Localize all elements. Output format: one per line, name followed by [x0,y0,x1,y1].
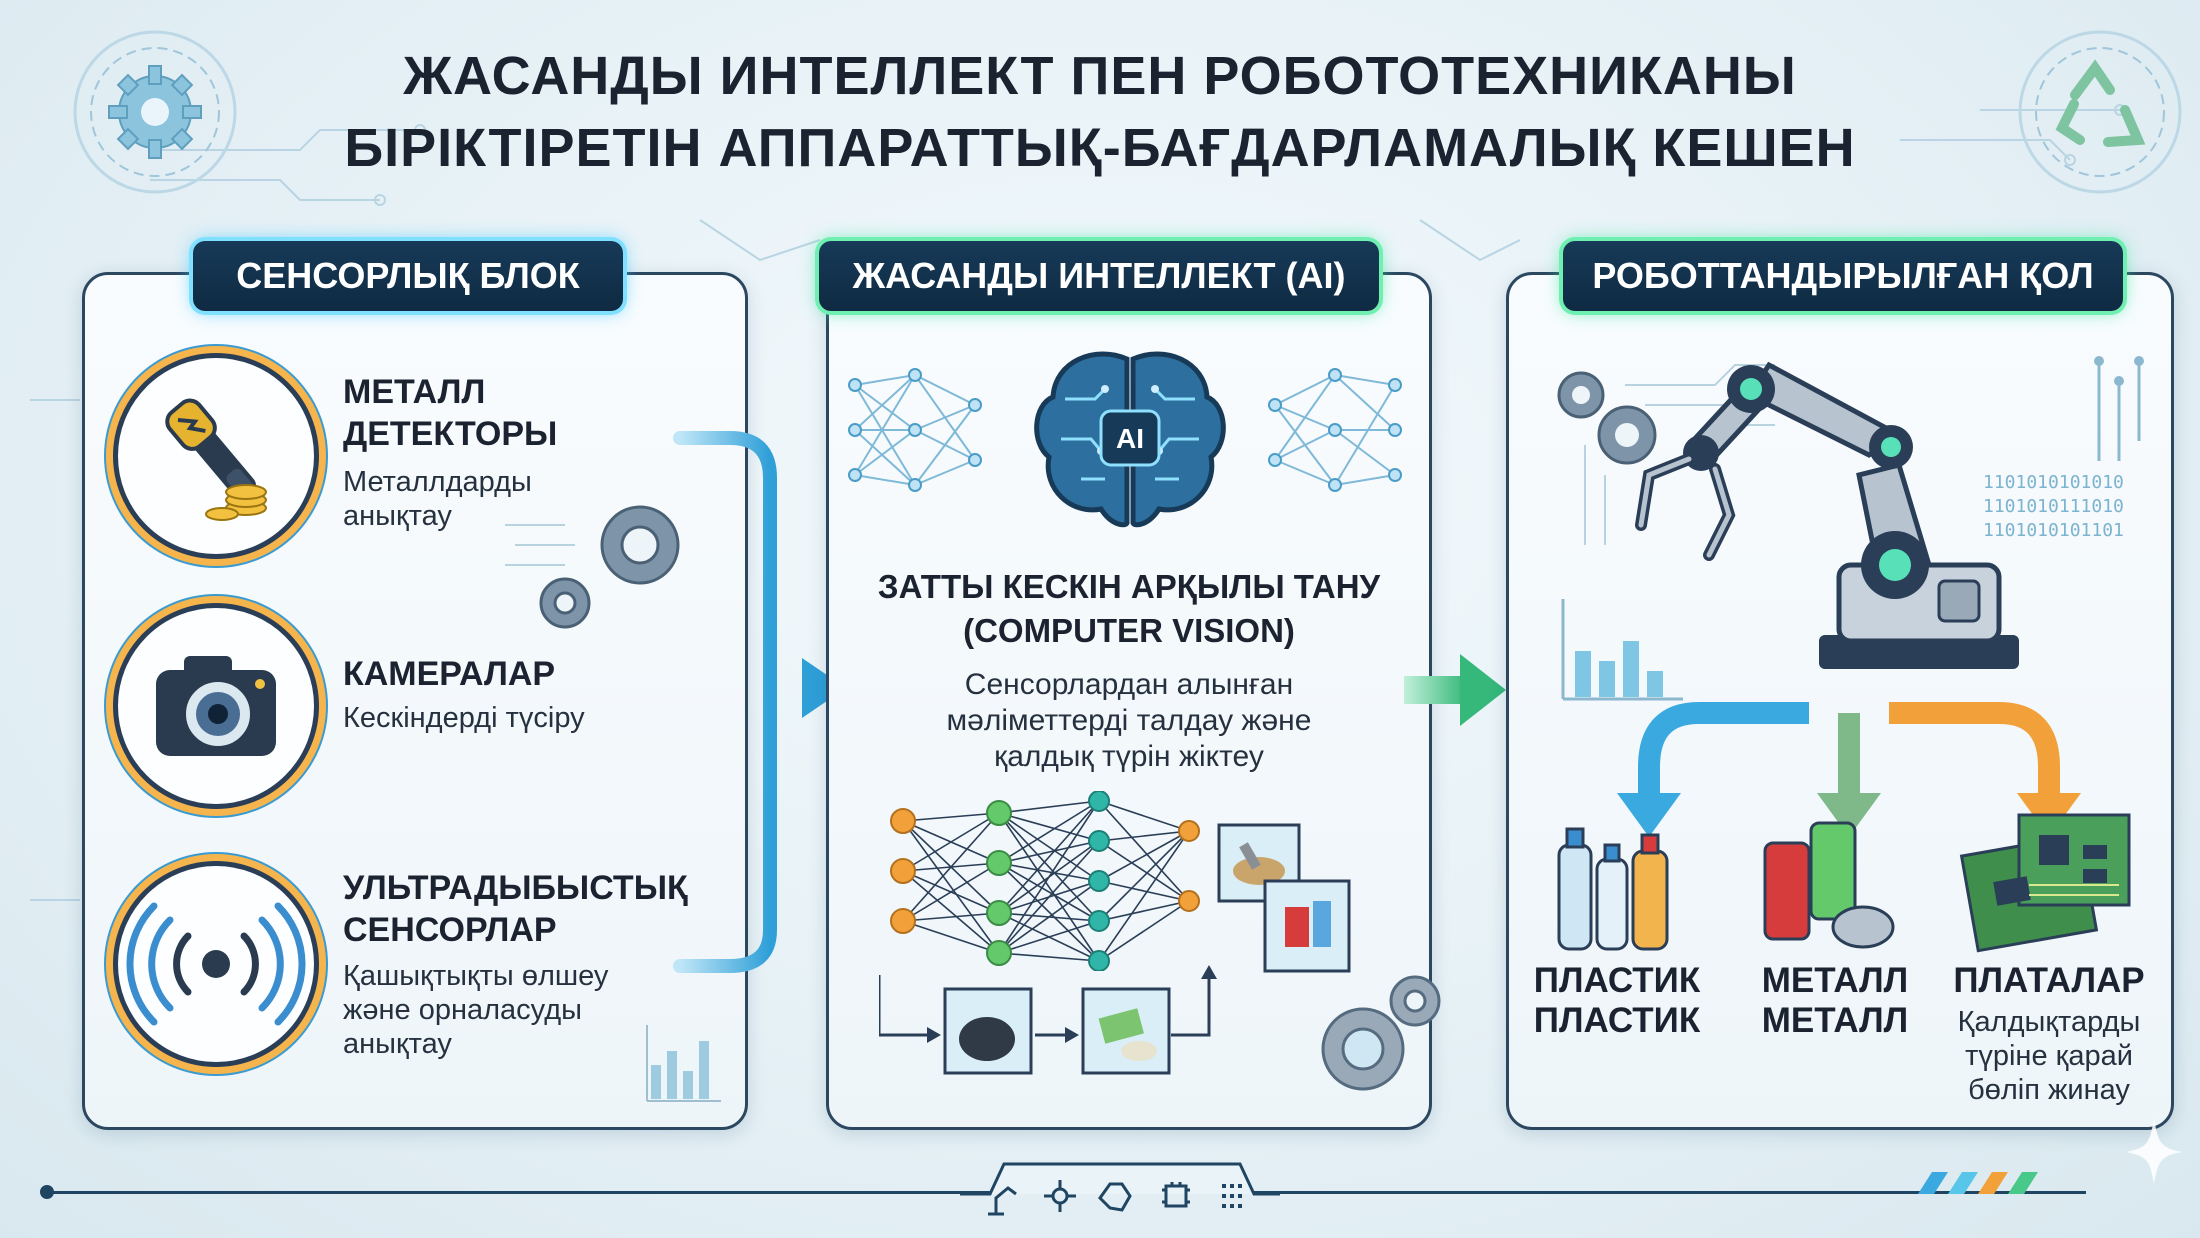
metal-detector-title: МЕТАЛЛ ДЕТЕКТОРЫ [343,371,557,455]
category-boards-desc-line-3: бөліп жинау [1968,1074,2130,1106]
robot-arm-icon [1635,361,2019,669]
color-stripes-decoration [1918,1172,2038,1194]
binary-small-icon [1222,1184,1242,1208]
computer-vision-title: ЗАТТЫ КЕСКІН АРҚЫЛЫ ТАНУ (COMPUTER VISIO… [829,565,1429,653]
gears-icon [505,505,680,629]
ai-block-panel: ЖАСАНДЫ ИНТЕЛЛЕКТ (AI) [819,241,1441,1130]
metal-detector-title-line-2: ДЕТЕКТОРЫ [343,415,558,453]
network-small-icon [1044,1180,1076,1212]
recycle-small-icon [1098,1182,1132,1212]
metal-detector-desc-line-1: Металлдарды [343,466,532,498]
category-metal-line-1: МЕТАЛЛ [1761,961,1909,1000]
metal-detector-desc: Металлдарды анықтау [343,465,532,533]
metal-cans-icon [1763,821,1895,949]
binary-line-1: 1101010101010 [1983,472,2124,493]
category-plastic-line-1: ПЛАСТИК [1533,961,1701,1000]
ultrasonic-desc-line-3: анықтау [343,1028,452,1060]
classified-images-icon [1217,823,1351,973]
ai-description: Сенсорлардан алынған мәліметтерді талдау… [869,667,1389,775]
classification-neural-net-icon [890,791,1200,971]
ultrasonic-desc: Қашықтықты өлшеу және орналасуды анықтау [343,959,608,1061]
ai-desc-line-1: Сенсорлардан алынған [964,668,1294,701]
computer-vision-title-line-2: (COMPUTER VISION) [963,612,1295,649]
bar-chart-icon [646,1025,721,1102]
robot-circuit-icon [2094,356,2144,461]
robot-arm-small-icon [988,1186,1017,1216]
image-pipeline-icon [879,965,1217,1075]
computer-vision-title-line-1: ЗАТТЫ КЕСКІН АРҚЫЛЫ ТАНУ [877,568,1381,605]
left-neural-net-icon [848,368,982,492]
circuit-board-icon [1959,813,2131,953]
metal-detector-icon [113,353,319,559]
sensor-to-ai-connector [673,431,846,973]
metal-detector-desc-line-2: анықтау [343,500,452,532]
title-line-1: ЖАСАНДЫ ИНТЕЛЛЕКТ ПЕН РОБОТОТЕХНИКАНЫ [403,46,1797,106]
binary-line-2: 1101010111010 [1983,496,2124,517]
binary-code-text: 1101010101010 1101010111010 110101010110… [1983,471,2124,543]
category-boards-desc-line-1: Қалдықтарды [1957,1006,2141,1038]
ai-chip-label: AI [1116,423,1144,454]
top-right-recycle-ring [2018,30,2182,194]
ultrasonic-title-line-2: СЕНСОРЛАР [343,911,557,949]
page-title: ЖАСАНДЫ ИНТЕЛЛЕКТ ПЕН РОБОТОТЕХНИКАНЫ БІ… [240,40,1960,184]
category-boards-desc-line-2: түріне қарай [1965,1040,2133,1072]
category-metal-line-2: МЕТАЛЛ [1761,1001,1909,1040]
sensor-block-header: СЕНСОРЛЫҚ БЛОК [193,241,623,311]
ai-desc-line-2: мәліметтерді талдау және [946,704,1312,737]
camera-icon [113,603,319,809]
robot-gears-icon [1557,364,1775,545]
sensor-block-panel: СЕНСОРЛЫҚ БЛОК МЕТАЛЛ ДЕТЕКТОРЫ Металлда… [82,241,748,1130]
robot-arm-panel: РОБОТТАНДЫРЫЛҒАН ҚОЛ 1101010101010 11010… [1506,241,2174,1130]
ultrasonic-sensor-icon [113,861,319,1067]
ai-to-robot-arrow [1404,654,1506,726]
plastic-bottles-icon [1557,827,1669,951]
ultrasonic-desc-line-2: және орналасуды [343,994,582,1026]
right-neural-net-icon [1268,368,1402,492]
bottom-icons-strip [960,1162,1280,1216]
category-plastic-label: ПЛАСТИК ПЛАСТИК [1517,961,1717,1041]
ai-desc-line-3: қалдық түрін жіктеу [994,740,1264,773]
cameras-desc: Кескіндерді түсіру [343,702,585,734]
sparkle-icon [2126,1118,2182,1184]
title-line-2: БІРІКТІРЕТІН АППАРАТТЫҚ-БАҒДАРЛАМАЛЫҚ КЕ… [344,118,1856,178]
top-left-gear-ring [73,30,237,194]
category-boards-label: ПЛАТАЛАР [1953,961,2145,1000]
robot-arm-header: РОБОТТАНДЫРЫЛҒАН ҚОЛ [1563,241,2123,311]
cameras-title: КАМЕРАЛАР [343,655,556,693]
robot-bar-chart-icon [1561,599,1683,701]
ai-gears-icon [1321,975,1441,1091]
ai-block-header: ЖАСАНДЫ ИНТЕЛЛЕКТ (AI) [819,241,1379,311]
ultrasonic-title-line-1: УЛЬТРАДЫБЫСТЫҚ [343,869,688,907]
binary-line-3: 1101010101101 [1983,520,2124,541]
chip-small-icon [1162,1182,1190,1208]
category-metal-label: МЕТАЛЛ МЕТАЛЛ [1735,961,1935,1041]
ai-brain-icon [1034,351,1226,528]
category-boards-desc: Қалдықтарды түріне қарай бөліп жинау [1939,1005,2159,1107]
bottom-divider-dot [40,1185,54,1199]
metal-detector-title-line-1: МЕТАЛЛ [343,373,486,411]
ultrasonic-desc-line-1: Қашықтықты өлшеу [343,960,609,992]
ultrasonic-title: УЛЬТРАДЫБЫСТЫҚ СЕНСОРЛАР [343,867,688,951]
category-plastic-line-2: ПЛАСТИК [1533,1001,1701,1040]
